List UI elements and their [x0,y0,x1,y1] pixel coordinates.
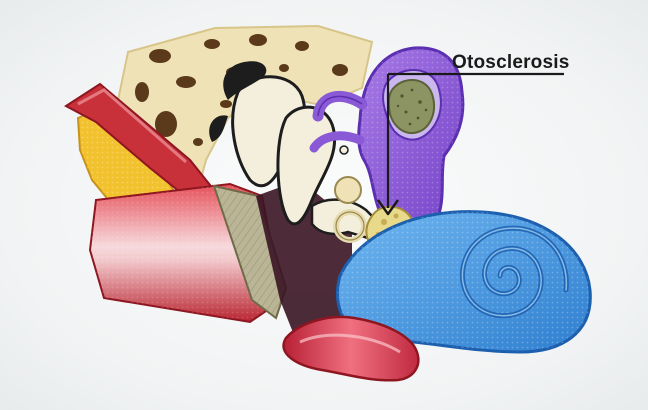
otosclerosis-focus [389,80,434,133]
otosclerosis-label: Otosclerosis [452,52,570,74]
